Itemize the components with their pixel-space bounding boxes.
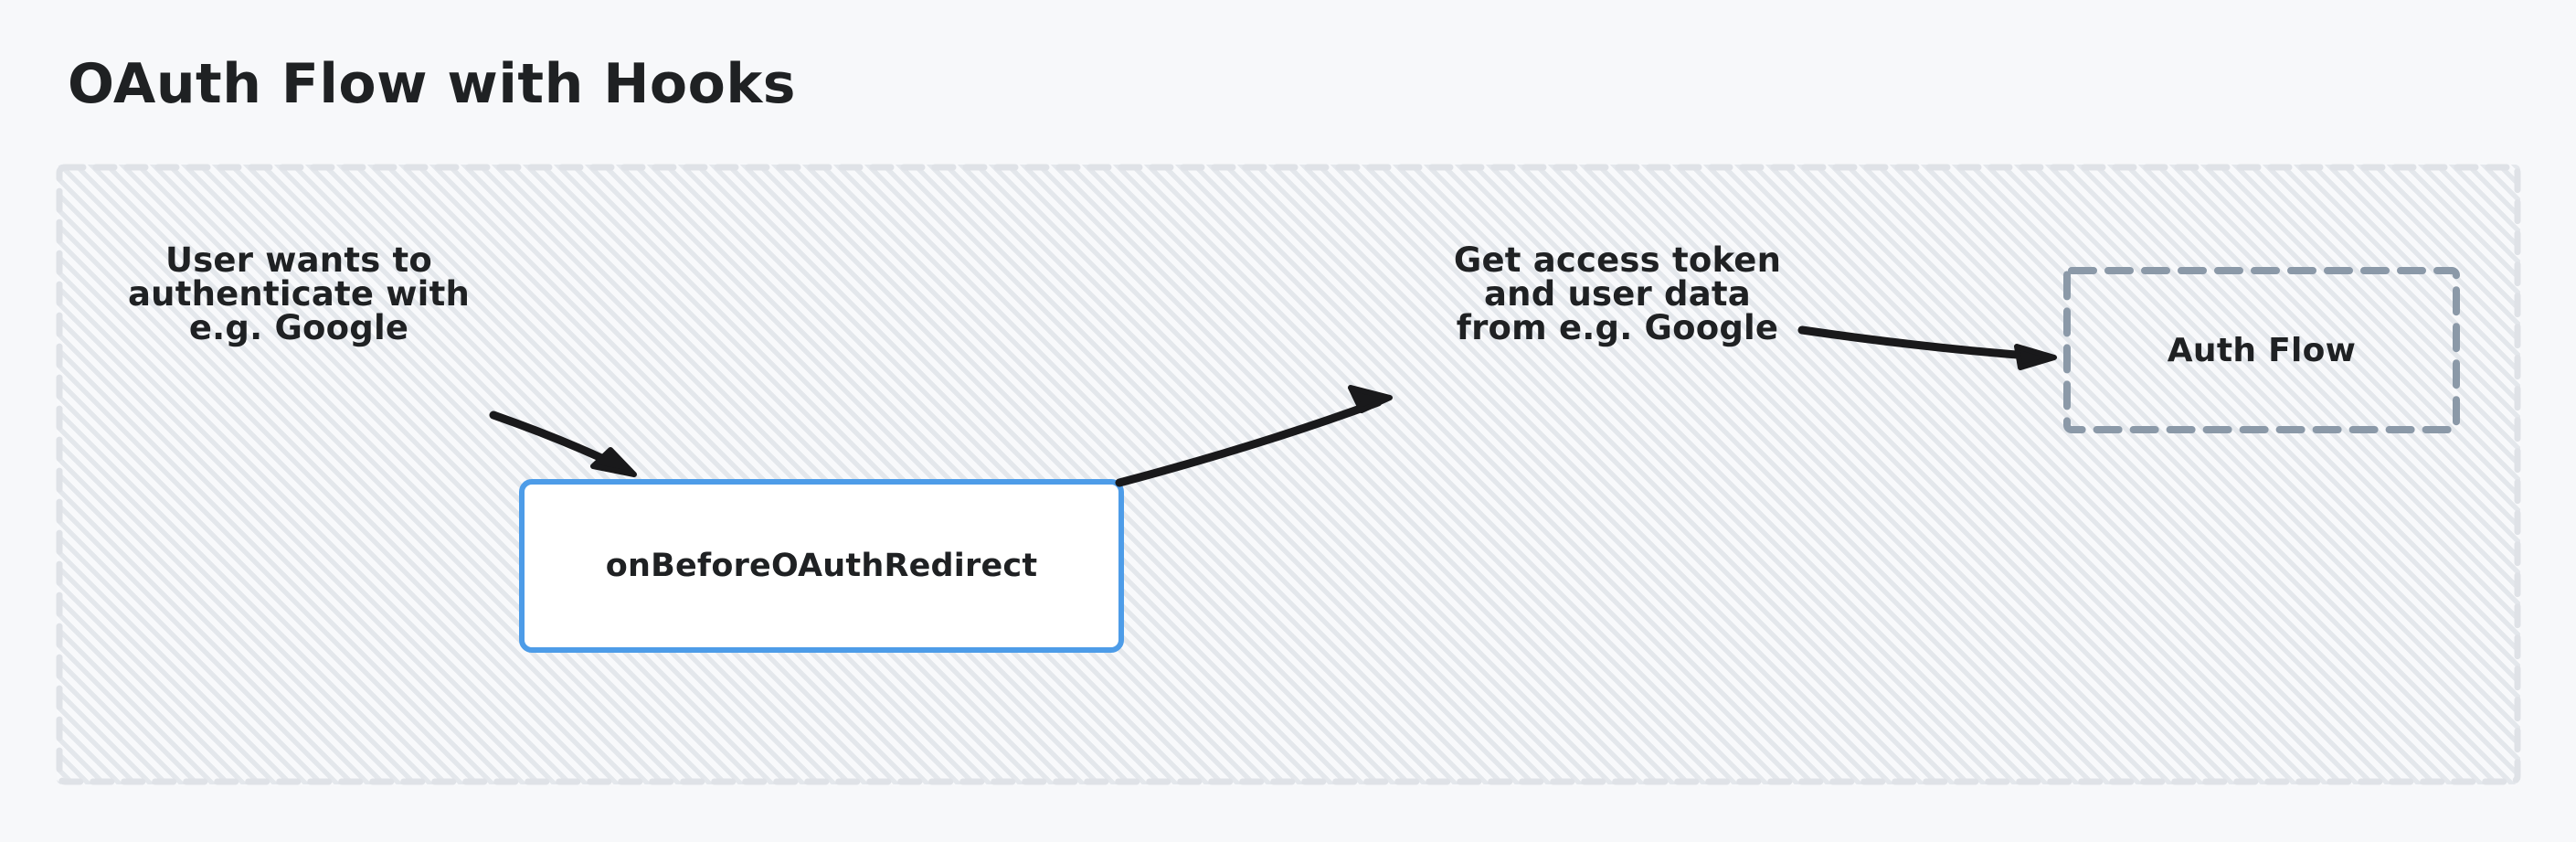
- group-auth-flow[interactable]: Auth Flow: [2063, 267, 2460, 433]
- label-user-authenticate: User wants to authenticate with e.g. Goo…: [128, 240, 470, 347]
- label-get-access-token: Get access token and user data from e.g.…: [1453, 240, 1782, 347]
- group-auth-flow-label: Auth Flow: [2167, 331, 2357, 369]
- page-title: OAuth Flow with Hooks: [68, 52, 796, 116]
- node-on-before-oauth-redirect-label: onBeforeOAuthRedirect: [605, 548, 1038, 584]
- node-on-before-oauth-redirect[interactable]: onBeforeOAuthRedirect: [519, 479, 1124, 653]
